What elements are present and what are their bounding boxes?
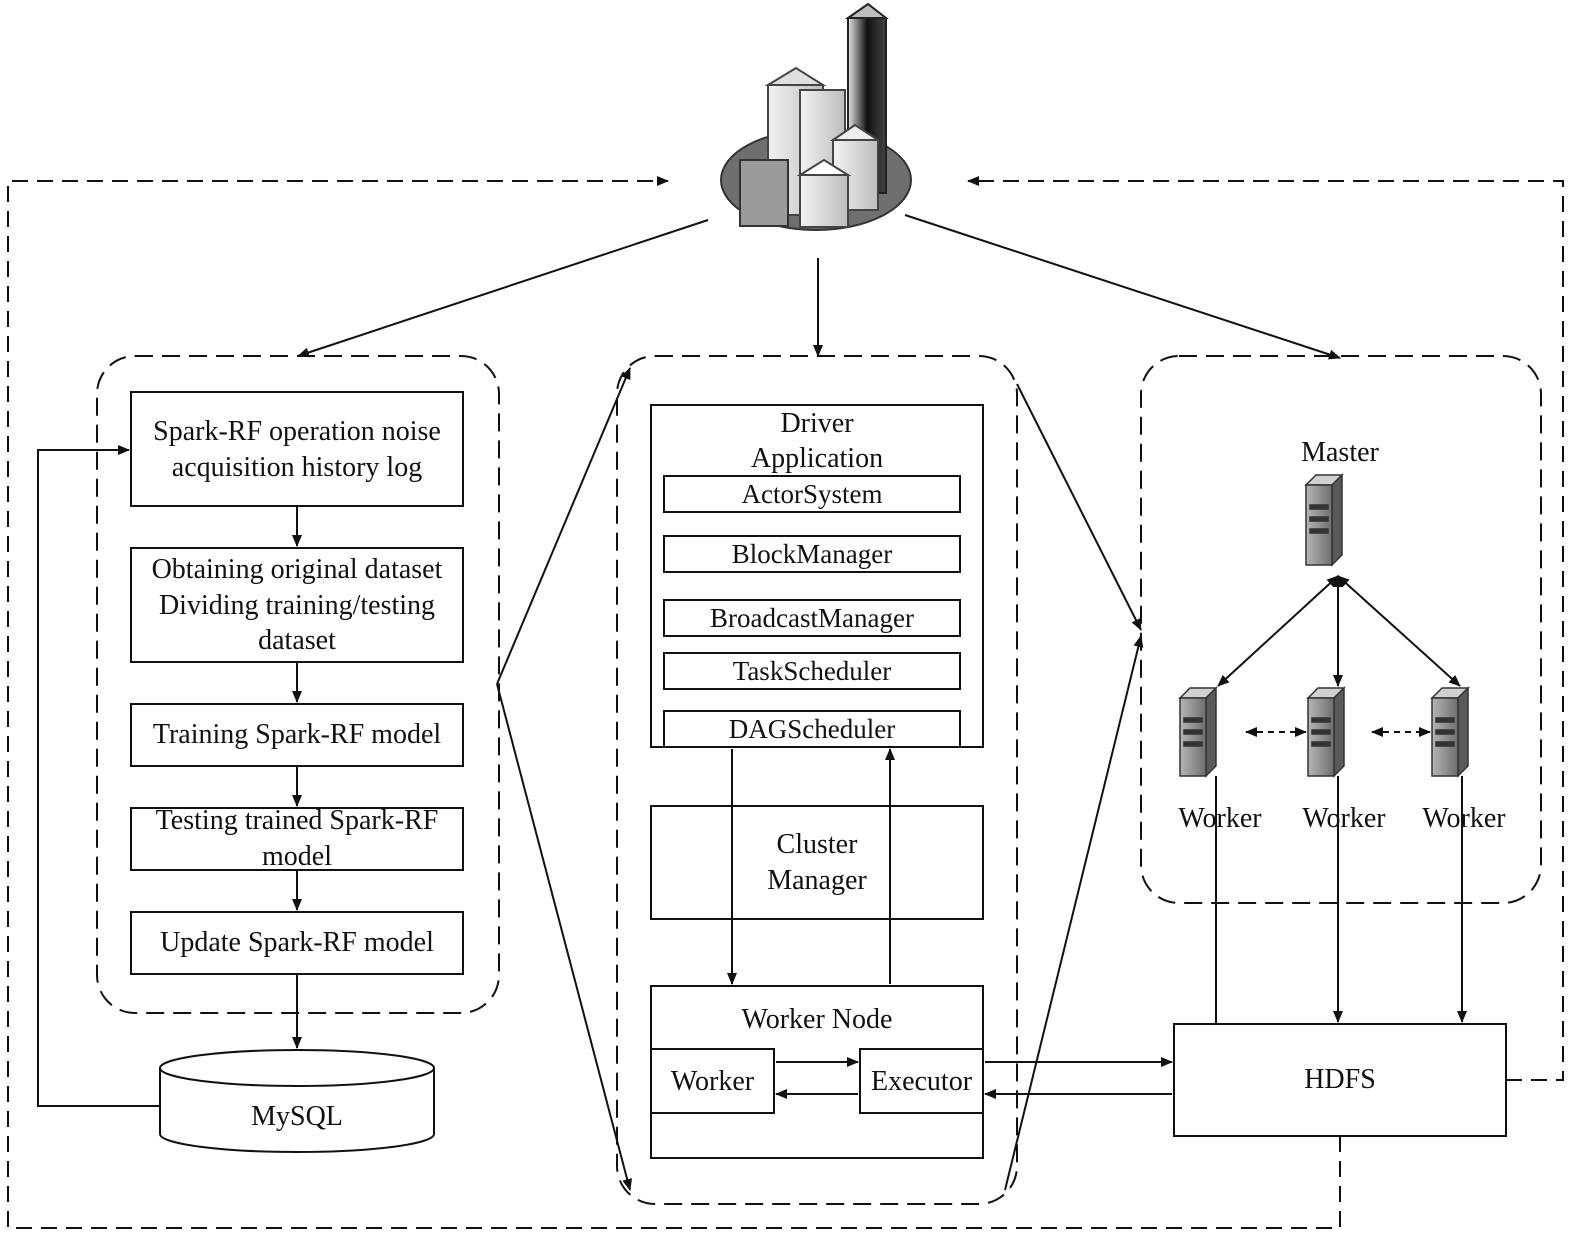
cluster-manager-box	[650, 805, 984, 920]
step-testing-line-1: Testing trained Spark-RF	[155, 805, 439, 836]
feedback-loops	[7, 176, 1564, 1229]
worker-server-icon-3	[1430, 686, 1470, 778]
worker-label-1: Worker	[1178, 803, 1262, 834]
component-dagscheduler-label: DAGScheduler	[728, 714, 896, 744]
component-taskscheduler	[663, 652, 961, 690]
master-label: Master	[1301, 437, 1379, 468]
master-server-icon	[1304, 473, 1344, 567]
executor-label: Executor	[870, 1066, 973, 1097]
hdfs-box	[1173, 1023, 1507, 1137]
step-training: Training Spark-RF model	[152, 719, 442, 750]
component-actorsystem-label: ActorSystem	[741, 479, 883, 509]
component-broadcastmanager-label: BroadcastManager	[710, 603, 914, 633]
executor-box	[859, 1048, 984, 1114]
step-dataset-line-3: dataset	[258, 625, 336, 656]
worker-node-label: Worker Node	[741, 1004, 893, 1035]
step-log-line-1: Spark-RF operation noise	[153, 416, 441, 447]
mysql-label: MySQL	[251, 1101, 343, 1132]
component-dagscheduler	[663, 710, 961, 747]
step-log-line-2: acquisition history log	[171, 452, 423, 483]
component-taskscheduler-label: TaskScheduler	[732, 656, 892, 686]
worker-server-icon-2	[1306, 686, 1346, 778]
worker-label: Worker	[670, 1066, 755, 1097]
cluster-group	[1140, 355, 1542, 904]
worker-box	[650, 1048, 775, 1114]
step-dataset-line-1: Obtaining original dataset	[151, 554, 443, 585]
worker-label-3: Worker	[1422, 803, 1506, 834]
mysql-database-icon	[159, 1049, 435, 1153]
driver-title-line-1: Driver	[780, 408, 854, 439]
spark-architecture-group	[616, 355, 1018, 1205]
step-dataset-line-2: Dividing training/testing	[158, 590, 436, 621]
city-buildings-icon	[720, 2, 912, 231]
step-update: Update Spark-RF model	[160, 927, 434, 958]
cluster-manager-line-1: Cluster	[776, 829, 858, 860]
component-broadcastmanager	[663, 599, 961, 637]
component-actorsystem	[663, 475, 961, 513]
hdfs-label: HDFS	[1304, 1064, 1376, 1095]
worker-label-2: Worker	[1302, 803, 1386, 834]
driver-application-box	[650, 404, 984, 748]
component-blockmanager	[663, 535, 961, 573]
component-blockmanager-label: BlockManager	[731, 539, 893, 569]
driver-title-line-2: Application	[750, 443, 884, 474]
step-testing-line-2: model	[262, 841, 332, 872]
pipeline-step-log	[130, 391, 464, 507]
cluster-manager-line-2: Manager	[767, 865, 867, 896]
worker-server-icon-1	[1178, 686, 1218, 778]
